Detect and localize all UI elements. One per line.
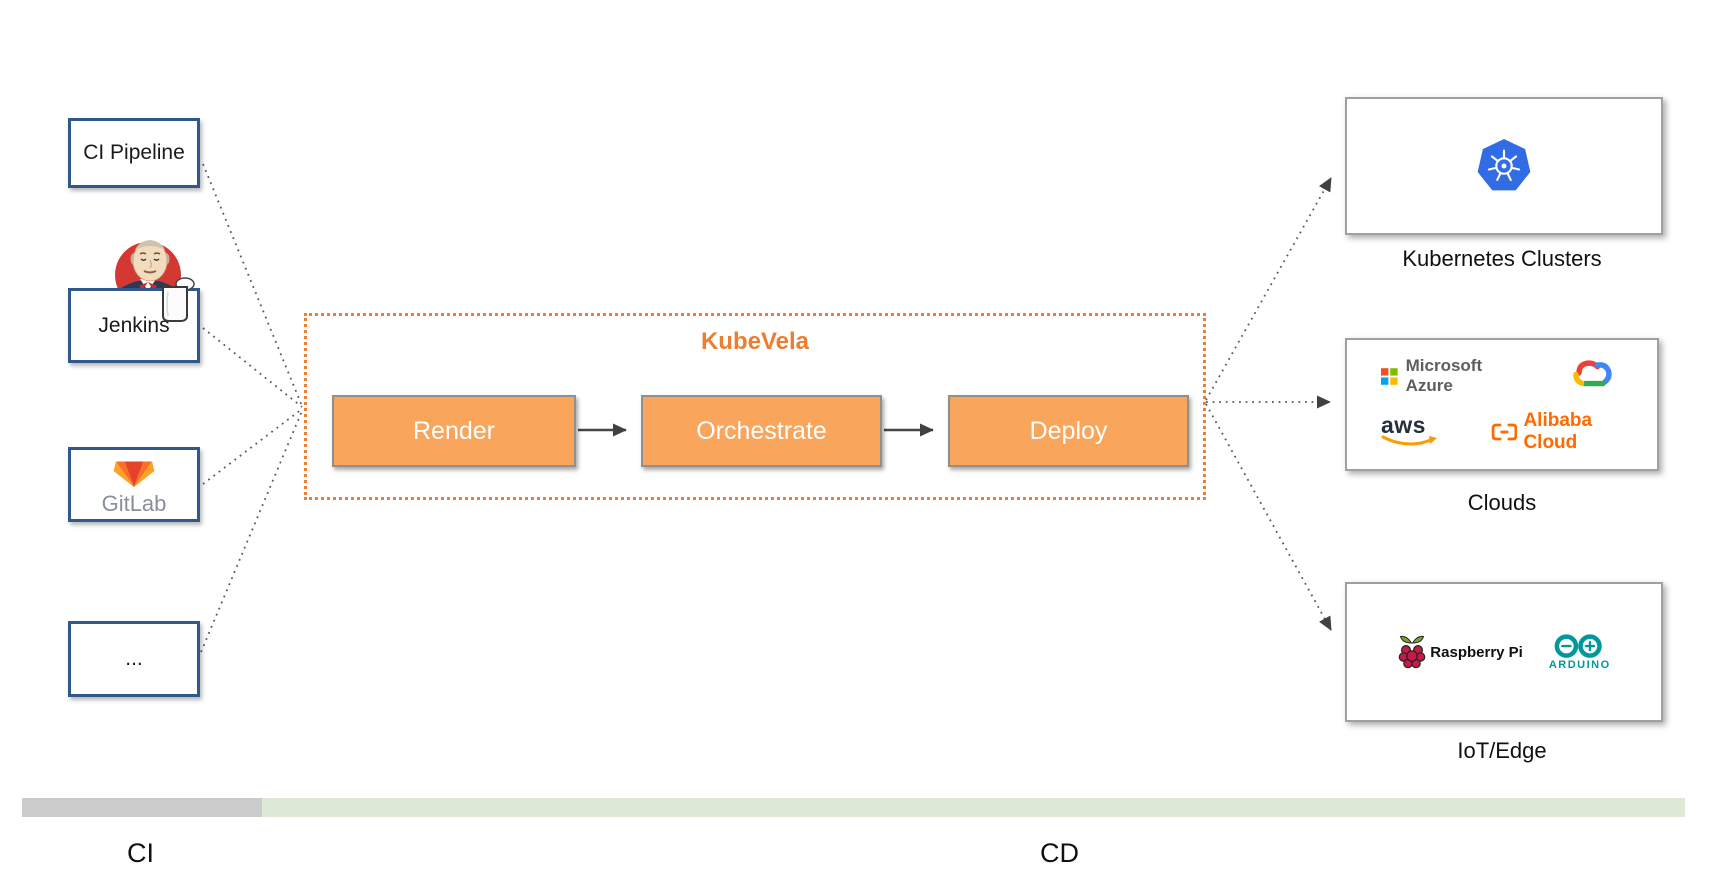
raspberry-pi-label: Raspberry Pi (1430, 643, 1523, 661)
edge-kubevela-to-iot (1205, 403, 1332, 631)
aws-smile-icon (1381, 435, 1437, 445)
jenkins-butler-icon (115, 240, 181, 291)
kubevela-container: KubeVela (304, 313, 1206, 500)
ci-phase-bar (22, 798, 262, 817)
edge-jenkins-to-kubevela (202, 327, 303, 408)
iot-edge-label: IoT/Edge (1457, 738, 1547, 763)
jenkins-mug-icon (162, 277, 195, 322)
step-box-render: Render (332, 395, 576, 467)
deploy-label: Deploy (1029, 416, 1108, 445)
google-cloud-glyph (1573, 359, 1612, 386)
arduino-logo: ARDUINO (1549, 633, 1611, 671)
cd-phase-label: CD (1040, 838, 1079, 868)
ci-phase-label: CI (127, 838, 154, 868)
cd-phase-bar (262, 798, 1685, 817)
step-box-deploy: Deploy (948, 395, 1189, 467)
arduino-infinity-icon (1554, 634, 1602, 658)
source-box-more: ... (68, 621, 200, 697)
kubernetes-clusters-label: Kubernetes Clusters (1402, 246, 1602, 271)
source-box-ci-pipeline: CI Pipeline (68, 118, 200, 188)
edge-gitlab-to-kubevela (202, 408, 303, 485)
target-box-clouds: Microsoft Azure aws (1345, 338, 1659, 471)
orchestrate-label: Orchestrate (696, 416, 827, 445)
microsoft-squares-icon (1381, 367, 1398, 385)
alibaba-cloud-logo: Alibaba Cloud (1491, 410, 1632, 454)
jenkins-label: Jenkins (98, 313, 170, 337)
aws-label: aws (1381, 411, 1426, 438)
clouds-label: Clouds (1467, 490, 1537, 515)
gitlab-tanuki-icon (113, 461, 155, 488)
step-box-orchestrate: Orchestrate (641, 395, 882, 467)
kubevela-title: KubeVela (700, 328, 810, 355)
ci-pipeline-label: CI Pipeline (83, 141, 185, 164)
alibaba-brackets-icon (1491, 423, 1517, 440)
edge-kubevela-to-kubernetes (1205, 177, 1332, 401)
azure-label: Microsoft Azure (1405, 356, 1483, 395)
source-box-gitlab: GitLab (68, 447, 200, 522)
alibaba-label: Alibaba Cloud (1523, 409, 1593, 453)
arduino-label: ARDUINO (1548, 659, 1611, 671)
google-cloud-icon (1567, 356, 1617, 397)
kubernetes-icon (1477, 138, 1531, 191)
render-label: Render (413, 416, 495, 445)
aws-logo: aws (1381, 411, 1443, 449)
microsoft-azure-logo: Microsoft Azure (1381, 356, 1491, 396)
target-box-iot-edge: Raspberry Pi ARDUINO (1345, 582, 1663, 722)
raspberry-pi-logo: Raspberry Pi (1397, 634, 1523, 670)
more-sources-label: ... (125, 647, 143, 670)
gitlab-label: GitLab (101, 491, 167, 516)
raspberry-icon (1398, 635, 1426, 669)
edge-ci-pipeline-to-kubevela (202, 163, 303, 407)
target-box-kubernetes (1345, 97, 1663, 235)
